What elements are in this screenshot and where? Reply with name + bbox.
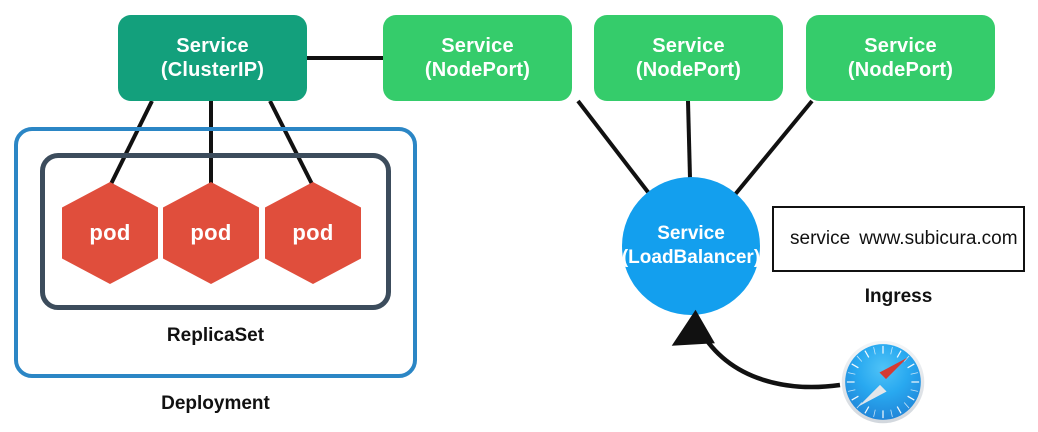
safari-compass-icon xyxy=(841,340,925,424)
pod-hexagon-icon-1 xyxy=(62,182,158,284)
replicaset-label: ReplicaSet xyxy=(166,325,265,346)
pod-hexagon-icon-3 xyxy=(265,182,361,284)
service-nodeport-2-line2: (NodePort) xyxy=(635,59,742,81)
service-nodeport-3-line2: (NodePort) xyxy=(847,59,954,81)
pod-3[interactable]: pod xyxy=(265,182,361,284)
pod-2[interactable]: pod xyxy=(163,182,259,284)
service-clusterip-box[interactable]: Service (ClusterIP) xyxy=(118,15,307,101)
service-clusterip-line2: (ClusterIP) xyxy=(160,59,265,81)
service-nodeport-3-line1: Service xyxy=(864,34,937,57)
service-loadbalancer-circle[interactable]: Service (LoadBalancer) xyxy=(622,177,760,315)
service-nodeport-1-line2: (NodePort) xyxy=(424,59,531,81)
ingress-rule-box[interactable]: service www.subicura.com xyxy=(772,206,1025,272)
service-nodeport-box-2[interactable]: Service (NodePort) xyxy=(594,15,783,101)
service-nodeport-box-1[interactable]: Service (NodePort) xyxy=(383,15,572,101)
edge-nodeport-3-loadbalancer xyxy=(731,99,814,199)
service-loadbalancer-line2: (LoadBalancer) xyxy=(621,247,761,268)
ingress-host-label: www.subicura.com xyxy=(859,228,1018,249)
arrow-browser-to-loadbalancer xyxy=(671,309,841,390)
edge-nodeport-2-loadbalancer xyxy=(686,100,692,179)
ingress-service-label: service xyxy=(790,228,851,249)
service-clusterip-line1: Service xyxy=(176,34,249,57)
pod-1[interactable]: pod xyxy=(62,182,158,284)
pod-hexagon-icon-2 xyxy=(163,182,259,284)
ingress-label: Ingress xyxy=(864,286,933,307)
safari-browser-icon[interactable] xyxy=(840,339,926,425)
deployment-container xyxy=(14,127,417,378)
service-loadbalancer-line1: Service xyxy=(657,223,725,245)
replicaset-container xyxy=(40,153,391,310)
service-nodeport-1-line1: Service xyxy=(441,34,514,57)
service-nodeport-box-3[interactable]: Service (NodePort) xyxy=(806,15,995,101)
service-nodeport-2-line1: Service xyxy=(652,34,725,57)
edge-nodeport-1-loadbalancer xyxy=(576,99,653,198)
deployment-label: Deployment xyxy=(161,393,270,414)
ingress-rule-text: service www.subicura.com xyxy=(790,228,1018,250)
